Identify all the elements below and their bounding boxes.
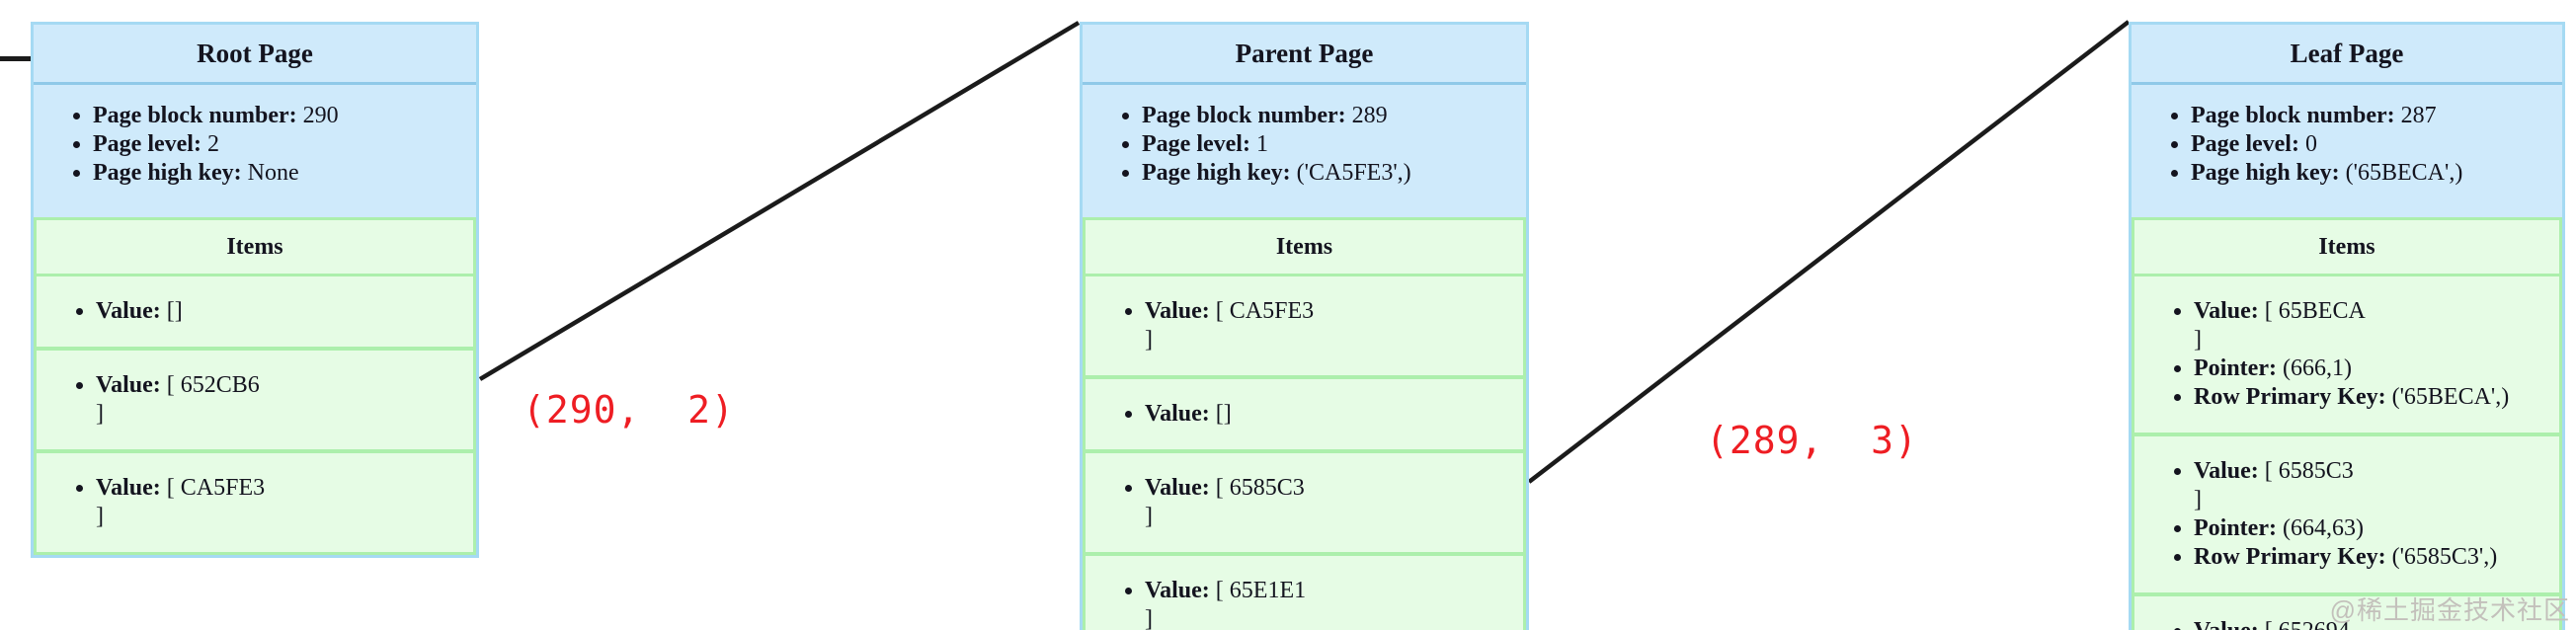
bullet-wrap-line: ] <box>96 504 104 529</box>
item-cell: Value: [ CA5FE3] <box>1086 276 1523 375</box>
item-bullet-list: Value: [] <box>1086 400 1523 429</box>
page-box-title: Leaf Page <box>2290 38 2404 68</box>
page-meta-section: Page block number: 287Page level: 0Page … <box>2132 85 2562 217</box>
item-cell: Value: [ 652694 <box>2134 592 2559 630</box>
item-bullet-list: Value: [] <box>37 297 473 326</box>
bullet-value: Value: [] <box>1145 400 1511 429</box>
edge-line-parent-leaf <box>1527 20 2131 484</box>
bullet-pointer: Pointer: (666,1) <box>2194 354 2547 383</box>
item-bullet-list: Value: [ 6585C3]Pointer: (664,63)Row Pri… <box>2134 457 2559 572</box>
item-bullet-list: Value: [ 6585C3] <box>1086 474 1523 531</box>
items-title: Items <box>2318 233 2375 260</box>
bullet-row-primary-key: Row Primary Key: ('65BECA',) <box>2194 383 2547 412</box>
items-header: Items <box>1086 217 1523 276</box>
items-section: Items Value: [] Value: [ 652CB6] Value: [ … <box>34 217 476 555</box>
bullet-wrap-line: ] <box>2194 487 2202 512</box>
bullet-wrap-line: ] <box>1145 606 1153 630</box>
bullet-page-high-key: Page high key: ('65BECA',) <box>2191 159 2550 188</box>
bullet-value: Value: [ 652694 <box>2194 617 2547 630</box>
page-meta-list: Page block number: 287Page level: 0Page … <box>2132 102 2562 188</box>
bullet-page-block-number: Page block number: 290 <box>93 102 464 130</box>
item-cell: Value: [] <box>37 276 473 347</box>
bullet-value: Value: [ 652CB6] <box>96 371 461 429</box>
item-bullet-list: Value: [ CA5FE3] <box>1086 297 1523 354</box>
bullet-value: Value: [ 65BECA] <box>2194 297 2547 354</box>
page-meta-section: Page block number: 290Page level: 2Page … <box>34 85 476 217</box>
items-header: Items <box>2134 217 2559 276</box>
page-box-header: Root Page <box>34 25 476 85</box>
items-title: Items <box>1275 233 1333 260</box>
page-meta-list: Page block number: 289Page level: 1Page … <box>1083 102 1526 188</box>
item-bullet-list: Value: [ CA5FE3] <box>37 474 473 531</box>
page-box-root-page: Root Page Page block number: 290Page lev… <box>31 22 479 558</box>
bullet-value: Value: [] <box>96 297 461 326</box>
item-cell: Value: [ CA5FE3] <box>37 449 473 552</box>
bullet-value: Value: [ 65E1E1] <box>1145 577 1511 630</box>
bullet-wrap-line: ] <box>1145 504 1153 529</box>
bullet-page-level: Page level: 1 <box>1142 130 1514 159</box>
page-box-parent-page: Parent Page Page block number: 289Page l… <box>1080 22 1529 630</box>
item-cell: Value: [ 6585C3]Pointer: (664,63)Row Pri… <box>2134 433 2559 592</box>
bullet-wrap-line: ] <box>2194 327 2202 353</box>
edge-line-left-stub <box>0 56 31 61</box>
bullet-page-level: Page level: 0 <box>2191 130 2550 159</box>
items-section: Items Value: [ CA5FE3]Value: []Value: [ … <box>1083 217 1526 630</box>
edge-line-root-parent <box>478 21 1081 381</box>
item-bullet-list: Value: [ 652CB6] <box>37 371 473 429</box>
bullet-pointer: Pointer: (664,63) <box>2194 514 2547 543</box>
page-box-title: Parent Page <box>1235 38 1374 68</box>
item-bullet-list: Value: [ 652694 <box>2134 617 2559 630</box>
bullet-row-primary-key: Row Primary Key: ('6585C3',) <box>2194 543 2547 572</box>
item-cell: Value: [ 65BECA]Pointer: (666,1)Row Prim… <box>2134 276 2559 433</box>
bullet-page-high-key: Page high key: ('CA5FE3',) <box>1142 159 1514 188</box>
item-cell: Value: [ 6585C3] <box>1086 449 1523 552</box>
item-cell: Value: [] <box>1086 375 1523 449</box>
items-section: Items Value: [ 65BECA]Pointer: (666,1)Ro… <box>2132 217 2562 630</box>
items-cells: Value: [] Value: [ 652CB6] Value: [ CA5FE3… <box>37 276 473 552</box>
bullet-page-block-number: Page block number: 287 <box>2191 102 2550 130</box>
page-box-header: Leaf Page <box>2132 25 2562 85</box>
item-cell: Value: [ 65E1E1] <box>1086 552 1523 630</box>
items-cells: Value: [ 65BECA]Pointer: (666,1)Row Prim… <box>2134 276 2559 630</box>
page-box-title: Root Page <box>197 38 313 68</box>
bullet-page-level: Page level: 2 <box>93 130 464 159</box>
edge-label-root-parent: (290, 2) <box>523 388 735 432</box>
bullet-value: Value: [ CA5FE3] <box>1145 297 1511 354</box>
item-cell: Value: [ 652CB6] <box>37 347 473 449</box>
items-header: Items <box>37 217 473 276</box>
page-meta-list: Page block number: 290Page level: 2Page … <box>34 102 476 188</box>
bullet-value: Value: [ 6585C3] <box>2194 457 2547 514</box>
item-bullet-list: Value: [ 65BECA]Pointer: (666,1)Row Prim… <box>2134 297 2559 412</box>
item-bullet-list: Value: [ 65E1E1] <box>1086 577 1523 630</box>
items-title: Items <box>226 233 283 260</box>
bullet-page-high-key: Page high key: None <box>93 159 464 188</box>
bullet-value: Value: [ 6585C3] <box>1145 474 1511 531</box>
bullet-value: Value: [ CA5FE3] <box>96 474 461 531</box>
items-cells: Value: [ CA5FE3] Value: [] Value: [ 6585C3… <box>1086 276 1523 630</box>
bullet-wrap-line: ] <box>96 401 104 427</box>
watermark: @稀土掘金技术社区 <box>2329 595 2570 625</box>
bullet-page-block-number: Page block number: 289 <box>1142 102 1514 130</box>
page-box-header: Parent Page <box>1083 25 1526 85</box>
edge-label-parent-leaf: (289, 3) <box>1706 419 1918 462</box>
page-box-leaf-page: Leaf Page Page block number: 287Page lev… <box>2129 22 2565 630</box>
page-meta-section: Page block number: 289Page level: 1Page … <box>1083 85 1526 217</box>
bullet-wrap-line: ] <box>1145 327 1153 353</box>
